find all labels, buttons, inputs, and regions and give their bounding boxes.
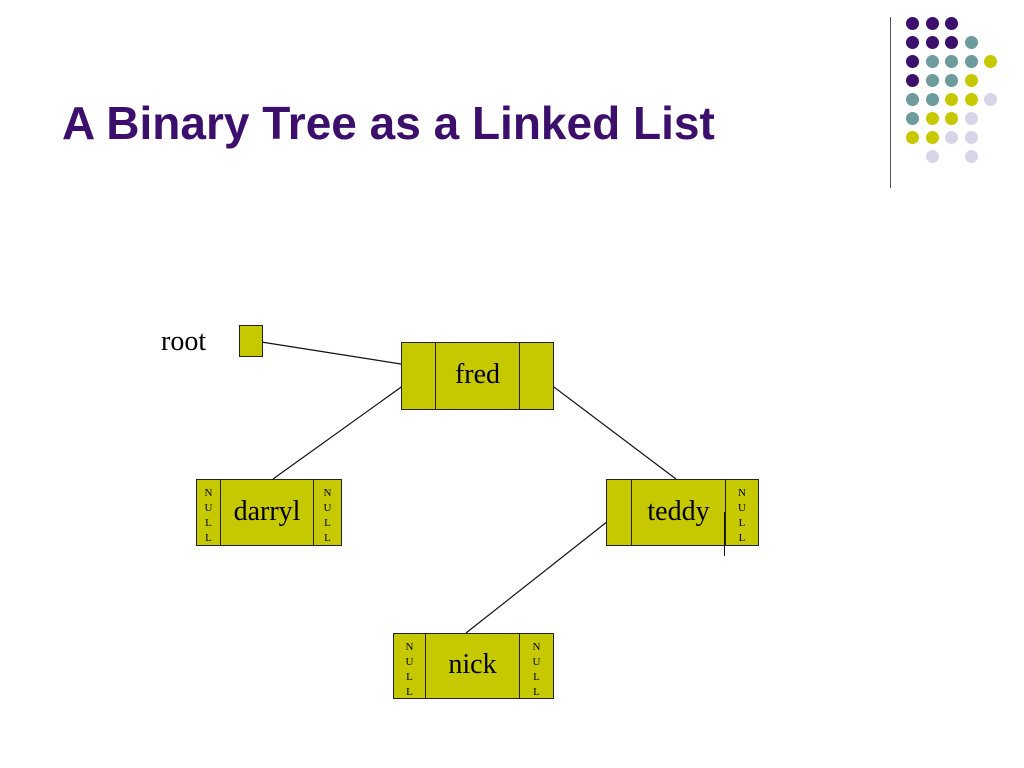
- edge-fred-teddy: [537, 374, 677, 480]
- null-label: N U L L: [204, 487, 213, 544]
- decorative-dot: [945, 17, 958, 30]
- decorative-dot: [906, 112, 919, 125]
- darryl-left-null: N U L L: [197, 480, 221, 545]
- decorative-dot: [945, 112, 958, 125]
- decorative-dot: [926, 17, 939, 30]
- nick-value: nick: [448, 649, 497, 680]
- decorative-dot: [945, 93, 958, 106]
- node-teddy: teddy N U L L: [606, 479, 759, 546]
- decorative-dot: [945, 36, 958, 49]
- decorative-dot: [926, 93, 939, 106]
- decorative-dot: [926, 112, 939, 125]
- decorative-dot: [906, 55, 919, 68]
- null-label: N U L L: [738, 487, 746, 544]
- decorative-dot: [984, 55, 997, 68]
- decorative-dot: [926, 36, 939, 49]
- node-nick: N U L L nick N U L L: [393, 633, 554, 699]
- decorative-dot: [945, 74, 958, 87]
- decorative-dot: [965, 93, 978, 106]
- edge-fred-darryl: [272, 374, 419, 480]
- decorative-dot: [906, 36, 919, 49]
- decorative-dot: [965, 36, 978, 49]
- nick-right-null: N U L L: [519, 634, 553, 698]
- decorative-dot: [945, 55, 958, 68]
- teddy-divider-stem: [724, 512, 725, 556]
- decorative-dot: [926, 55, 939, 68]
- teddy-value: teddy: [647, 496, 710, 527]
- title-divider: [890, 17, 891, 188]
- decorative-dot: [945, 131, 958, 144]
- edge-root-fred: [254, 340, 421, 368]
- decorative-dot: [926, 131, 939, 144]
- decorative-dot: [965, 74, 978, 87]
- decorative-dot: [906, 17, 919, 30]
- root-pointer-box: [239, 325, 263, 357]
- fred-value: fred: [454, 359, 501, 390]
- decorative-dot: [906, 131, 919, 144]
- fred-right-pointer: [519, 343, 553, 409]
- node-darryl: N U L L darryl N U L L: [196, 479, 342, 546]
- decorative-dot: [965, 55, 978, 68]
- fred-left-pointer: [402, 343, 436, 409]
- decorative-dot: [965, 112, 978, 125]
- nick-left-null: N U L L: [394, 634, 426, 698]
- darryl-value: darryl: [233, 496, 301, 527]
- slide-title: A Binary Tree as a Linked List: [62, 97, 715, 149]
- decorative-dot: [926, 150, 939, 163]
- teddy-left-pointer: [607, 480, 632, 545]
- teddy-right-null: N U L L: [725, 480, 758, 545]
- null-label: N U L L: [323, 487, 332, 544]
- null-label: N U L L: [405, 641, 414, 698]
- node-fred: fred: [401, 342, 554, 410]
- darryl-right-null: N U L L: [313, 480, 341, 545]
- decorative-dot: [984, 93, 997, 106]
- null-label: N U L L: [532, 641, 541, 698]
- decorative-dot: [906, 93, 919, 106]
- decorative-dot: [965, 150, 978, 163]
- decorative-dot: [906, 74, 919, 87]
- decorative-dot: [926, 74, 939, 87]
- root-label: root: [161, 326, 207, 357]
- edge-teddy-nick: [465, 509, 623, 634]
- decorative-dot: [965, 131, 978, 144]
